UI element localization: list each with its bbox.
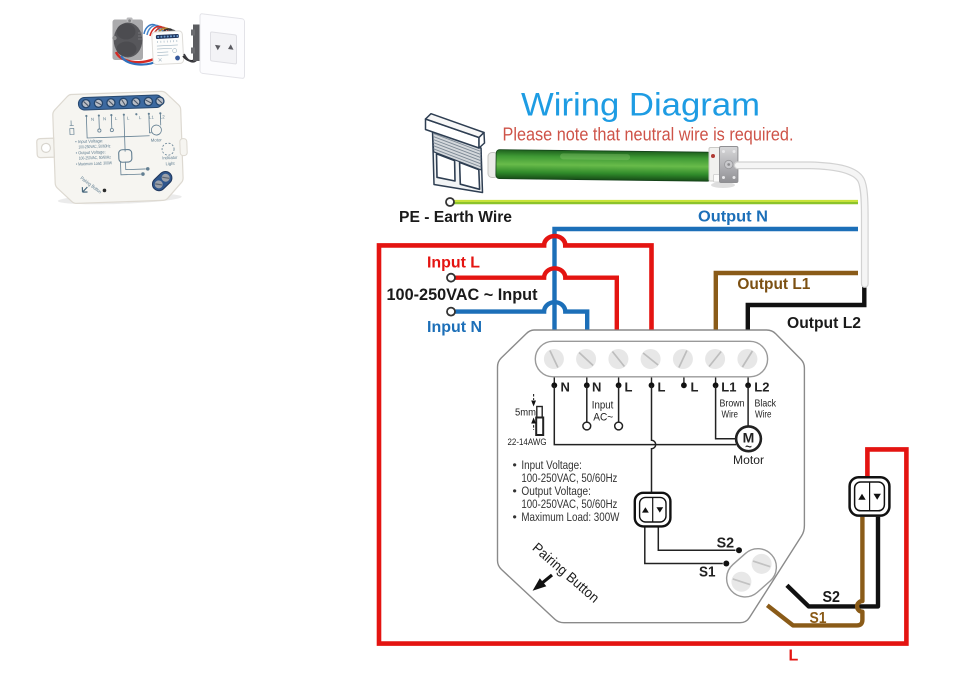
- svg-text:L: L: [115, 116, 118, 121]
- svg-text:~: ~: [745, 442, 752, 454]
- svg-text:L1: L1: [721, 380, 736, 395]
- svg-text:Please note that neutral wire: Please note that neutral wire is require…: [503, 125, 794, 145]
- svg-text:M: M: [743, 429, 755, 445]
- svg-text:Input N: Input N: [427, 319, 482, 336]
- svg-text:L2: L2: [754, 380, 769, 395]
- svg-text:100-250VAC, 50/60Hz: 100-250VAC, 50/60Hz: [78, 143, 110, 149]
- svg-text:PE - Earth Wire: PE - Earth Wire: [399, 209, 512, 226]
- svg-text:• Maximum Load: 300W: • Maximum Load: 300W: [76, 160, 113, 166]
- svg-text:100-250VAC ~ Input: 100-250VAC ~ Input: [387, 286, 538, 304]
- svg-text:Input L: Input L: [427, 255, 480, 272]
- svg-text:•: •: [513, 458, 517, 472]
- svg-text:L: L: [789, 648, 799, 665]
- svg-text:N: N: [103, 116, 106, 121]
- svg-text:Brown: Brown: [720, 398, 745, 410]
- svg-text:• Input Voltage:: • Input Voltage:: [75, 138, 103, 144]
- svg-text:N: N: [561, 380, 570, 395]
- svg-text:S2: S2: [823, 589, 841, 606]
- svg-text:100-250VAC, 50/60Hz: 100-250VAC, 50/60Hz: [521, 497, 617, 511]
- svg-text:Wire: Wire: [755, 409, 772, 421]
- svg-text:Output N: Output N: [698, 209, 768, 226]
- svg-text:Black: Black: [755, 398, 777, 410]
- svg-text:100-250VAC, 50/60Hz: 100-250VAC, 50/60Hz: [79, 155, 111, 161]
- svg-text:L: L: [658, 380, 666, 395]
- svg-text:Wire: Wire: [722, 409, 739, 421]
- svg-text:L: L: [691, 380, 699, 395]
- svg-text:Maximum Load: 300W: Maximum Load: 300W: [521, 510, 619, 524]
- svg-text:5mm: 5mm: [515, 408, 536, 419]
- svg-text:Wiring Diagram: Wiring Diagram: [521, 87, 760, 123]
- svg-text:L: L: [127, 115, 130, 120]
- svg-text:L: L: [625, 380, 633, 395]
- svg-text:S1: S1: [810, 610, 827, 627]
- svg-text:Light: Light: [165, 161, 175, 166]
- svg-text:Input Voltage:: Input Voltage:: [521, 458, 582, 472]
- svg-text:• Output Voltage:: • Output Voltage:: [76, 149, 106, 155]
- svg-text:L2: L2: [160, 114, 166, 119]
- svg-text:Motor: Motor: [733, 453, 764, 467]
- svg-text:Output Voltage:: Output Voltage:: [521, 484, 591, 498]
- svg-text:Motor: Motor: [151, 137, 163, 142]
- svg-text:100-250VAC, 50/60Hz: 100-250VAC, 50/60Hz: [521, 471, 617, 485]
- svg-text:22-14AWG: 22-14AWG: [508, 437, 547, 448]
- svg-text:Input: Input: [592, 400, 614, 412]
- svg-text:S1: S1: [699, 565, 716, 581]
- svg-text:N: N: [91, 117, 94, 122]
- svg-text:Indicator: Indicator: [162, 155, 178, 161]
- svg-text:L: L: [139, 115, 142, 120]
- svg-text:N: N: [592, 380, 601, 395]
- svg-text:S2: S2: [717, 535, 735, 551]
- svg-text:•: •: [513, 510, 517, 524]
- svg-text:L1: L1: [149, 115, 155, 120]
- svg-text:AC~: AC~: [593, 412, 613, 424]
- svg-text:Output L2: Output L2: [787, 315, 861, 332]
- svg-text:•: •: [513, 484, 517, 498]
- svg-text:Output L1: Output L1: [737, 276, 810, 293]
